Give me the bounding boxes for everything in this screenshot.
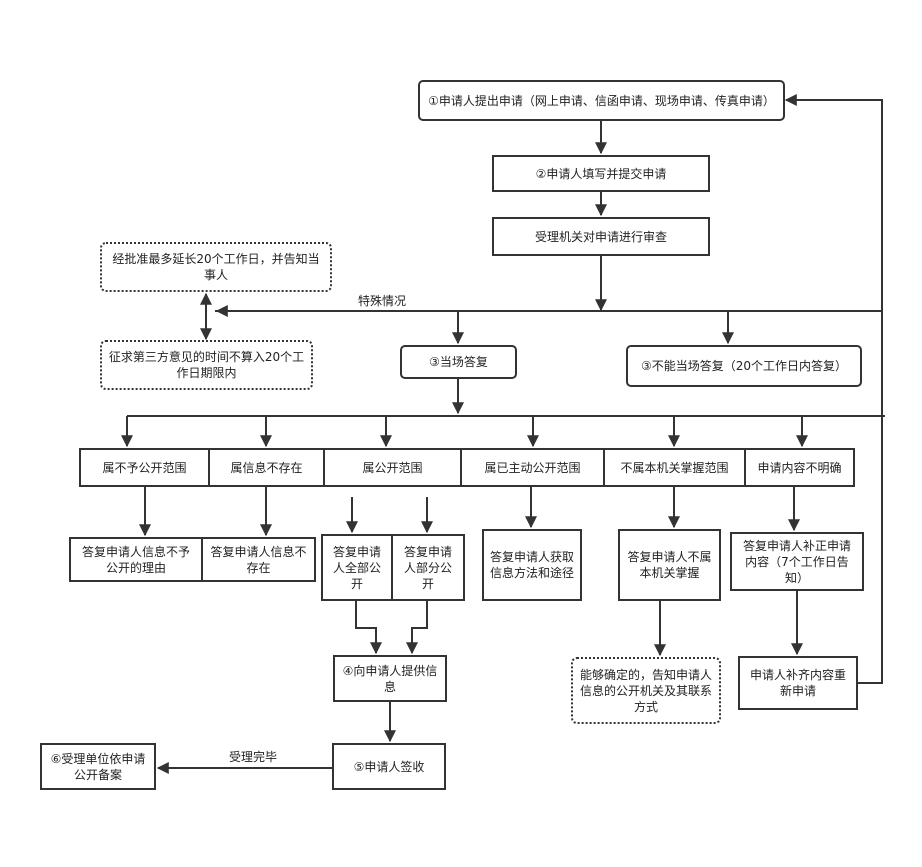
- node-reply-partial-public: 答复申请人部分公开: [391, 534, 465, 601]
- node-cat-not-public: 属不予公开范围: [79, 448, 210, 487]
- node-reply-not-held: 答复申请人不属本机关掌握: [618, 529, 721, 601]
- node-reply-not-public: 答复申请人信息不予公开的理由: [69, 537, 203, 582]
- node-step6: ⑥受理单位依申请公开备案: [40, 743, 156, 790]
- node-supplement-reapply: 申请人补齐内容重新申请: [738, 656, 858, 710]
- node-cat-active-public: 属已主动公开范围: [460, 448, 605, 487]
- node-cat-not-exist: 属信息不存在: [208, 448, 325, 487]
- edge-label-done: 受理完毕: [229, 750, 278, 764]
- edge-label-special: 特殊情况: [358, 294, 407, 308]
- node-cat-not-held: 不属本机关掌握范围: [603, 448, 746, 487]
- node-reply-not-exist: 答复申请人信息不存在: [201, 537, 316, 582]
- node-review: 受理机关对申请进行审查: [492, 217, 710, 256]
- node-on-spot: ③当场答复: [400, 345, 517, 379]
- node-extend: 经批准最多延长20个工作日，并告知当事人: [100, 242, 332, 292]
- node-step1: ①申请人提出申请（网上申请、信函申请、现场申请、传真申请）: [418, 80, 785, 121]
- node-reply-access-method: 答复申请人获取信息方法和途径: [482, 529, 582, 601]
- node-cat-public: 属公开范围: [323, 448, 462, 487]
- node-reply-full-public: 答复申请人全部公开: [321, 534, 393, 601]
- node-reply-supplement: 答复申请人补正申请内容（7个工作日告知）: [730, 532, 864, 591]
- node-step4: ④向申请人提供信息: [333, 655, 447, 702]
- node-third-party: 征求第三方意见的时间不算入20个工作日期限内: [100, 340, 313, 390]
- node-inform-agency: 能够确定的，告知申请人信息的公开机关及其联系方式: [571, 657, 721, 724]
- node-step5: ⑤申请人签收: [332, 743, 446, 790]
- node-cat-unclear: 申请内容不明确: [744, 448, 855, 487]
- node-step2: ②申请人填写并提交申请: [492, 155, 710, 192]
- node-not-on-spot: ③不能当场答复（20个工作日内答复）: [626, 345, 862, 387]
